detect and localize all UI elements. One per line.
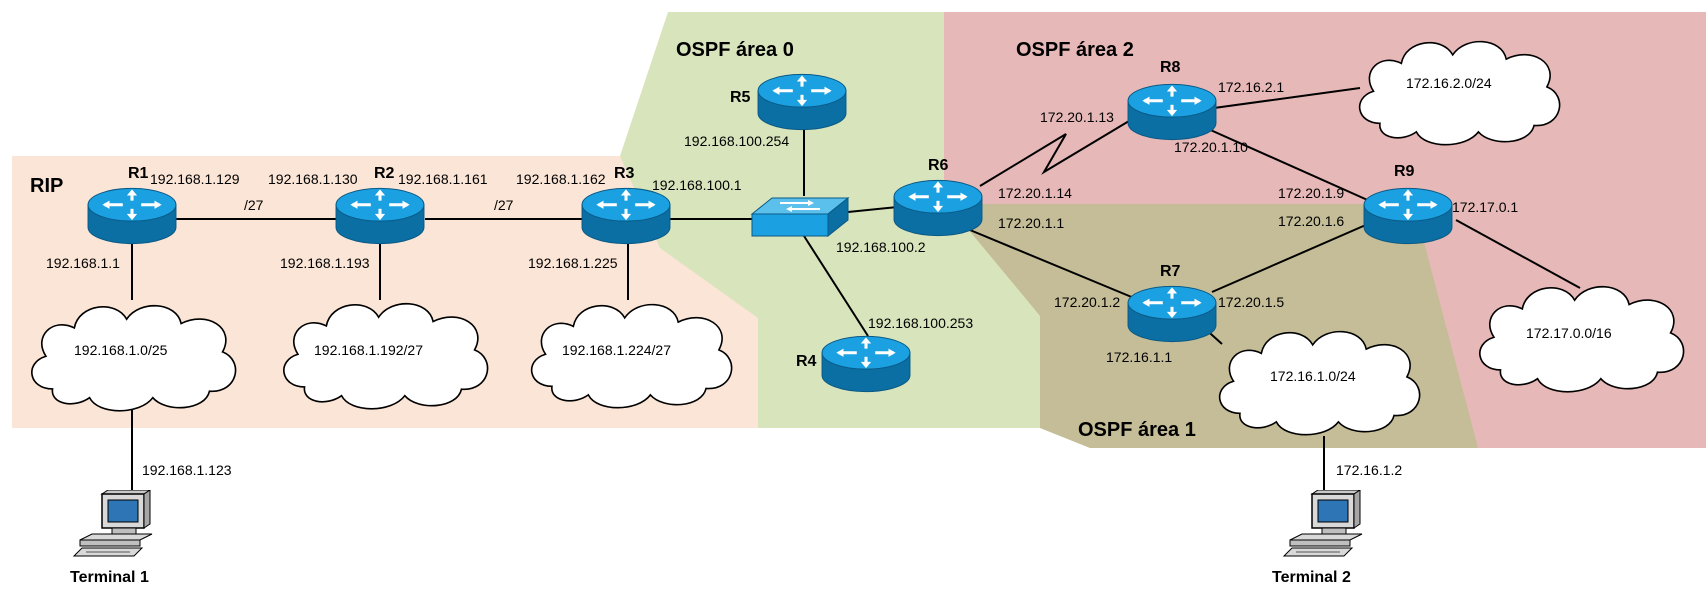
router-icon[interactable] [86, 186, 178, 246]
address-label: 192.168.1.1 [46, 255, 120, 271]
link-r8-r9 [1205, 127, 1373, 203]
network-label: 172.16.1.0/24 [1270, 368, 1356, 384]
link-r6-r7 [969, 229, 1135, 299]
address-label: 192.168.1.162 [516, 171, 606, 187]
router-label: R9 [1394, 163, 1415, 180]
switch-icon[interactable] [751, 197, 849, 237]
router-icon[interactable] [1126, 284, 1218, 344]
link-r9-cloud [1455, 219, 1581, 289]
router-icon[interactable] [334, 186, 426, 246]
address-label: 172.17.0.1 [1452, 199, 1518, 215]
address-label: 172.20.1.6 [1278, 213, 1344, 229]
address-label: 192.168.1.193 [280, 255, 370, 271]
address-label: 172.16.1.1 [1106, 349, 1172, 365]
network-label: 192.168.1.192/27 [314, 342, 423, 358]
computer-icon[interactable] [73, 490, 153, 557]
router-label: R7 [1160, 263, 1181, 280]
address-label: 192.168.1.123 [142, 462, 232, 478]
address-label: 172.20.1.14 [998, 185, 1072, 201]
address-label: 192.168.1.129 [150, 171, 240, 187]
address-label: 192.168.100.254 [684, 133, 789, 149]
area-label-ospf-area1: OSPF área 1 [1078, 419, 1196, 441]
router-label: R3 [614, 165, 635, 182]
link-r6-r8-serial [979, 117, 1135, 187]
network-label: 172.16.2.0/24 [1406, 75, 1492, 91]
address-label: 172.20.1.9 [1278, 185, 1344, 201]
router-icon[interactable] [580, 186, 672, 246]
address-label: 172.20.1.5 [1218, 294, 1284, 310]
area-label-ospf-area0: OSPF área 0 [676, 39, 794, 61]
terminal-label: Terminal 2 [1272, 569, 1351, 586]
network-label: 192.168.1.224/27 [562, 342, 671, 358]
router-label: R5 [730, 89, 751, 106]
area-label-rip: RIP [30, 175, 63, 197]
network-label: 172.17.0.0/16 [1526, 325, 1612, 341]
address-label: 192.168.1.130 [268, 171, 358, 187]
computer-icon[interactable] [1283, 490, 1363, 557]
area-label-ospf-area2: OSPF área 2 [1016, 39, 1134, 61]
address-label: 192.168.100.253 [868, 315, 973, 331]
address-label: 192.168.100.2 [836, 239, 926, 255]
terminal-label: Terminal 1 [70, 569, 149, 586]
address-label: 172.16.1.2 [1336, 462, 1402, 478]
address-label: 172.16.2.1 [1218, 79, 1284, 95]
router-icon[interactable] [756, 72, 848, 132]
address-label: 172.20.1.2 [1054, 294, 1120, 310]
address-label: /27 [494, 197, 514, 213]
router-label: R6 [928, 157, 949, 174]
router-label: R1 [128, 165, 149, 182]
address-label: 192.168.100.1 [652, 177, 742, 193]
router-icon[interactable] [1362, 186, 1454, 246]
link-r8-cloud [1213, 87, 1361, 109]
network-label: 192.168.1.0/25 [74, 342, 168, 358]
address-label: /27 [244, 197, 264, 213]
router-label: R2 [374, 165, 395, 182]
router-label: R8 [1160, 59, 1181, 76]
router-icon[interactable] [820, 334, 912, 394]
link-switch-r4 [803, 235, 869, 337]
address-label: 172.20.1.13 [1040, 109, 1114, 125]
router-icon[interactable] [1126, 82, 1218, 142]
link-switch-r6 [847, 206, 899, 213]
address-label: 172.20.1.10 [1174, 139, 1248, 155]
router-icon[interactable] [892, 178, 984, 238]
address-label: 192.168.1.161 [398, 171, 488, 187]
address-label: 172.20.1.1 [998, 215, 1064, 231]
address-label: 192.168.1.225 [528, 255, 618, 271]
link-r7-r9 [1211, 223, 1369, 293]
router-label: R4 [796, 353, 817, 370]
